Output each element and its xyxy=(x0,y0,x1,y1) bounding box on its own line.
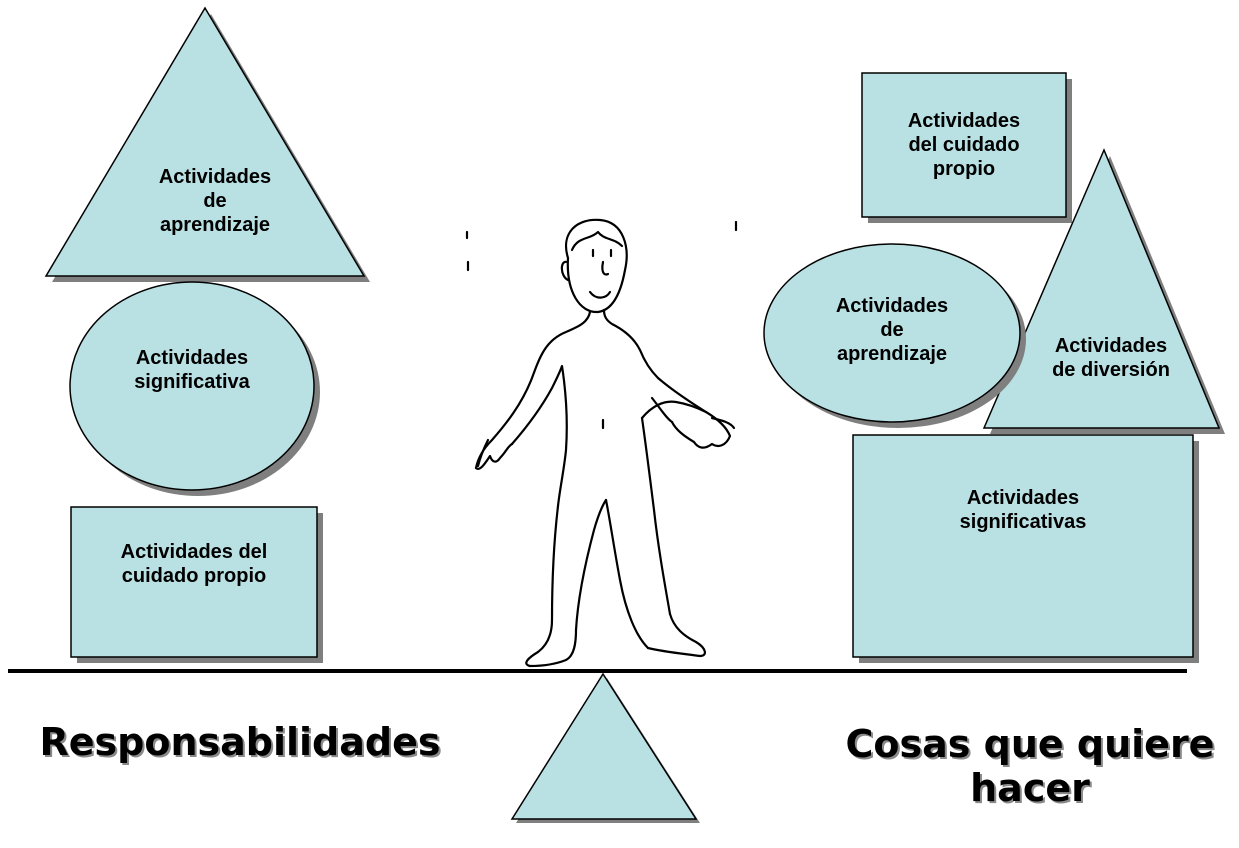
right-big-rectangle-shape xyxy=(852,434,1199,663)
fulcrum-triangle-shape xyxy=(510,672,700,823)
left-triangle-shape xyxy=(44,6,370,282)
right-triangle-shape xyxy=(982,148,1225,434)
right-top-rectangle-shape xyxy=(861,72,1072,223)
responsibilities-caption: Responsabilidades xyxy=(39,720,441,764)
left-rectangle-shape xyxy=(70,506,323,663)
right-triangle-label: Actividades de diversión xyxy=(1052,335,1170,381)
wants-caption: Cosas que quiere hacer xyxy=(845,722,1215,810)
right-ellipse-shape xyxy=(763,243,1026,428)
left-triangle-label: Actividades de aprendizaje xyxy=(158,166,272,236)
right-top-rectangle-label: Actividades del cuidado propio xyxy=(907,110,1021,180)
right-ellipse-label: Actividades de aprendizaje xyxy=(835,295,949,365)
left-rectangle-label: Actividades del cuidado propio xyxy=(120,541,268,587)
person-drawing-icon xyxy=(465,218,738,668)
left-ellipse-shape xyxy=(69,281,320,496)
right-big-rectangle-label: Actividades significativas xyxy=(959,487,1087,533)
left-ellipse-label: Actividades significativa xyxy=(134,347,250,393)
